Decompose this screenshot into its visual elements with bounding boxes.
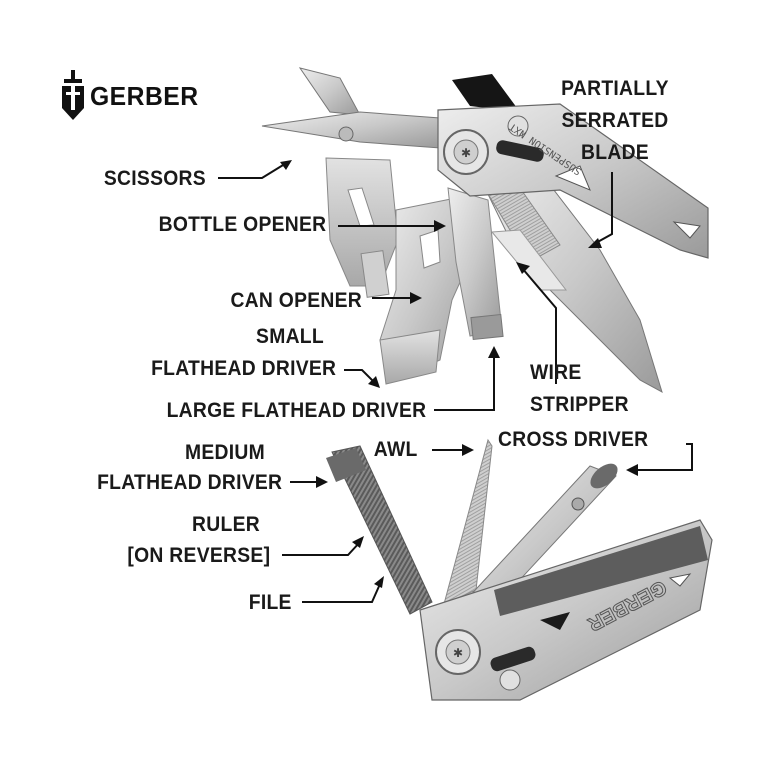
file-tool <box>326 445 433 615</box>
scissors-tool <box>261 67 441 149</box>
label-cross-driver: CROSS DRIVER <box>498 428 649 451</box>
label-bottle-opener: BOTTLE OPENER <box>158 213 326 236</box>
label-serrated-1: PARTIALLY <box>561 77 669 100</box>
large-flathead-driver-tool <box>447 187 504 341</box>
upper-handle: ✱ SUSPENSION NXT <box>437 74 709 259</box>
opener-tools <box>325 157 471 385</box>
svg-text:✱: ✱ <box>453 646 463 660</box>
label-wire-stripper-1: WIRE <box>530 361 582 384</box>
arrow-small-flathead <box>344 369 377 385</box>
label-medium-flathead-2: FLATHEAD DRIVER <box>96 471 282 494</box>
label-can-opener: CAN OPENER <box>230 289 362 312</box>
label-file: FILE <box>249 591 292 614</box>
arrow-ruler <box>282 541 361 556</box>
partially-serrated-blade-tool <box>483 171 663 394</box>
arrow-large-flathead <box>434 354 495 411</box>
label-ruler-1: RULER <box>192 513 260 536</box>
label-small-flathead-2: FLATHEAD DRIVER <box>150 357 336 380</box>
label-awl: AWL <box>374 438 418 461</box>
lower-handle: ✱ GERBER <box>419 519 713 701</box>
callout-arrows <box>218 161 693 603</box>
arrow-file <box>302 583 381 603</box>
label-wire-stripper-2: STRIPPER <box>530 393 629 416</box>
label-ruler-2: [ON REVERSE] <box>127 544 270 567</box>
gerber-logo: GERBER <box>60 70 204 122</box>
gerber-sword-shield-icon <box>62 70 84 120</box>
label-scissors: SCISSORS <box>103 167 206 190</box>
svg-text:✱: ✱ <box>461 146 471 160</box>
arrow-heads <box>280 160 638 588</box>
arrow-serrated-blade <box>593 172 613 245</box>
label-serrated-3: BLADE <box>581 141 649 164</box>
label-small-flathead-1: SMALL <box>256 325 324 348</box>
brand-name: GERBER <box>90 80 199 111</box>
arrow-scissors <box>218 161 289 179</box>
arrow-wire-stripper <box>521 267 557 384</box>
label-serrated-2: SERRATED <box>561 109 669 132</box>
label-large-flathead: LARGE FLATHEAD DRIVER <box>166 399 426 422</box>
label-medium-flathead-1: MEDIUM <box>184 441 266 464</box>
arrow-cross-driver <box>634 443 693 471</box>
